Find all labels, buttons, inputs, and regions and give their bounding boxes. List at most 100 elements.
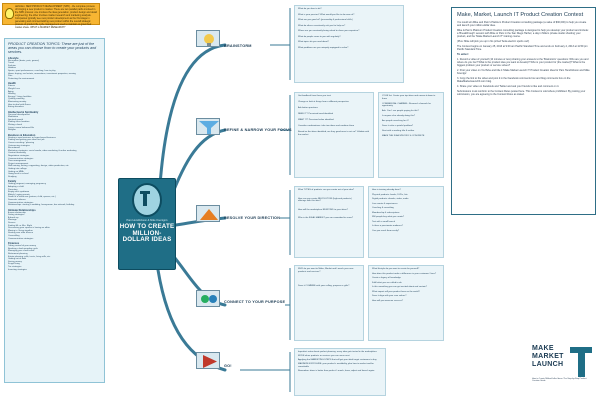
topic-item: Fitness <box>8 85 16 88</box>
topic-item: Religion <box>8 129 16 132</box>
resolve-side-note: Will people buy what you create? <box>372 216 405 218</box>
topic-item: Quitting smoking <box>8 98 25 101</box>
connect-side-note: Create a legacy of knowledge <box>372 277 401 279</box>
topic-item: Communication strategies <box>8 157 34 160</box>
connect-steps-box: WHY do you want to Make, Market and Laun… <box>294 265 364 341</box>
resolve-side-note: Coaching & consulting <box>372 207 394 209</box>
contest-title: Make, Market, Launch IT Product Creation… <box>457 12 584 18</box>
topic-item: Getting out of debt <box>8 258 26 261</box>
connect-side-note: Is this something you can get excited ab… <box>372 286 427 288</box>
topic-item: Recreation (boats, pets, games) <box>8 59 40 62</box>
topic-item: Adopting a child <box>8 185 24 188</box>
topic-item: Managing your credit cards <box>8 250 35 253</box>
topics-title: PRODUCT CREATION TOPICS: These are just … <box>8 42 97 55</box>
resolve-side-note: Can you reach them easily? <box>372 229 400 232</box>
topic-item: Saving money <box>8 260 22 263</box>
branch-resolve-label: RESOLVE YOUR DIRECTION <box>224 216 281 220</box>
topic-category: Intellectual & Spirituality <box>8 110 39 114</box>
contest-step: 4. Share your video on Facebook and Twit… <box>457 85 560 89</box>
topic-item: Elderly / aging parents <box>8 193 30 196</box>
topic-item: Studying <box>8 175 17 178</box>
topic-item: Writing a book <box>8 124 22 127</box>
refine-step: WANT IT? Perceived value identified <box>298 119 334 121</box>
topic-item: Tax strategies <box>8 265 22 268</box>
topic-item: Relationships: starting a wedding, honey… <box>8 204 75 207</box>
topic-item: Energy / Living healthier <box>8 95 32 98</box>
refine-side-note: Start with a working title & outline <box>382 130 415 132</box>
npd-definition-text: definition: NEW PRODUCT DEVELOPMENT (NPD… <box>15 5 97 29</box>
refine-side-note: Are people searching for it? <box>382 120 409 122</box>
connector-refine <box>168 128 227 202</box>
contest-step: 2. Post your video on YouTube and title … <box>457 69 590 76</box>
go-step: MAXIMIZE EXPOSURE: your product's availa… <box>298 363 374 368</box>
topic-category: Family <box>8 180 17 184</box>
resolve-steps-box: What TYPES of products can you create ou… <box>294 186 364 258</box>
connector-go-detail <box>240 352 291 392</box>
connect-step: Does it COMBINE with your calling, purpo… <box>298 285 350 287</box>
connect-side-note: What impact will your product have on th… <box>372 290 420 293</box>
connect-side-note: Fulfil what you are called to do <box>372 281 402 284</box>
contest-paragraph: (Plus: Mike will pick you up in his priz… <box>457 40 530 44</box>
logo-it-bar-icon <box>570 347 592 353</box>
topic-item: Getting an MBA <box>8 170 24 173</box>
topic-item: Aging <box>8 90 14 93</box>
contest-step: 3. Copy the link to the video and post i… <box>457 77 571 84</box>
refine-step: Consider combinations: take two ideas an… <box>298 125 355 127</box>
connect-step: WHY do you want to Make, Market and Laun… <box>298 268 354 273</box>
topic-item: Estate planning: wills, trusts, living w… <box>8 255 51 258</box>
topic-item: Getting pregnant, managing pregnancy <box>8 183 46 186</box>
brainstorm-thumbnail-icon <box>196 30 220 47</box>
npd-definition-banner: definition: NEW PRODUCT DEVELOPMENT (NPD… <box>2 3 100 29</box>
brainstorm-question: What do people come to you with regularl… <box>298 35 341 38</box>
brainstorm-question: What topics do you read about? <box>298 41 329 43</box>
topic-category: Lifestyle <box>8 56 19 60</box>
go-thumbnail-icon <box>196 352 220 369</box>
logo-line-launch: LAUNCH <box>532 361 564 368</box>
brainstorm-question: What do others consistently ask you for … <box>298 24 346 27</box>
connect-thumbnail-icon <box>196 290 220 307</box>
lightbulb-icon <box>5 8 14 19</box>
connect-side-note: How will you measure success? <box>372 299 404 302</box>
topic-item: Frugal living <box>8 263 20 266</box>
topic-item: Project management <box>8 162 29 165</box>
connector-refine-detail <box>280 95 291 175</box>
topic-item: Recruitment <box>8 147 20 150</box>
topic-item: Travel <box>8 62 14 65</box>
branch-go-label: GO! <box>224 364 232 368</box>
resolve-step: What TYPES of products can you create ou… <box>298 189 355 191</box>
topic-item: Spiritual growth <box>8 118 24 121</box>
connector-connect-detail <box>285 268 291 340</box>
refine-step: Based on the ideas identified, are they … <box>298 131 370 136</box>
brainstorm-question: What are you good at? (personality & pro… <box>298 19 353 21</box>
topic-item: Dating strategies <box>8 214 25 217</box>
resolve-step: How will the marketplace RESPOND to your… <box>298 208 348 211</box>
refine-side-note: YOUR list: Create your top ideas and nar… <box>382 95 436 100</box>
topic-item: Weight Loss <box>8 87 20 90</box>
brainstorm-question: What do you love to do? <box>298 8 322 10</box>
connect-side-note: Does it align with your core values? <box>372 295 407 297</box>
resolve-side-note: Is there a passionate audience? <box>372 225 404 227</box>
go-step: Applying the MARKETING STEPS that will g… <box>298 359 377 361</box>
topic-item: Marketing strategies: social media, vide… <box>8 149 77 152</box>
logo-line-make: MAKE <box>532 345 554 352</box>
topic-item: Eating disorders <box>8 106 24 109</box>
connector-resolve-detail <box>280 190 291 255</box>
topic-item: Career coaching / planning <box>8 142 35 145</box>
refine-side-box: YOUR list: Create your top ideas and nar… <box>378 92 444 178</box>
refine-step: Change or look at things from a differen… <box>298 101 349 103</box>
contest-paragraph: You could win Mike and Pam's Platinum Pr… <box>457 21 587 28</box>
refine-side-note: Is anyone else already doing this? <box>382 115 416 117</box>
contest-paragraph: The Contest begins on January 25, 2013 a… <box>457 45 588 52</box>
topic-item: Finding inner freedom <box>8 121 30 124</box>
connect-side-note: What lifestyle do you want to create for… <box>372 268 420 270</box>
topic-item: Going back to school <box>8 173 29 176</box>
refine-side-note: MAKE THE IDEA SPECIFIC & CONCRETE <box>382 135 425 137</box>
topic-item: How to deal with illness <box>8 103 31 106</box>
resolve-side-note: How is training already done? <box>372 189 401 191</box>
brainstorm-question: What is your passion? What would you lik… <box>298 13 355 16</box>
topic-item: Personal development <box>8 113 30 116</box>
contest-step: 1. Record a video of yourself (10 minute… <box>457 58 589 68</box>
refine-side-note: COMMERCIAL CHANNEL: Research channels fo… <box>382 102 431 108</box>
branch-connect-label: CONNECT TO YOUR PURPOSE <box>224 300 286 304</box>
